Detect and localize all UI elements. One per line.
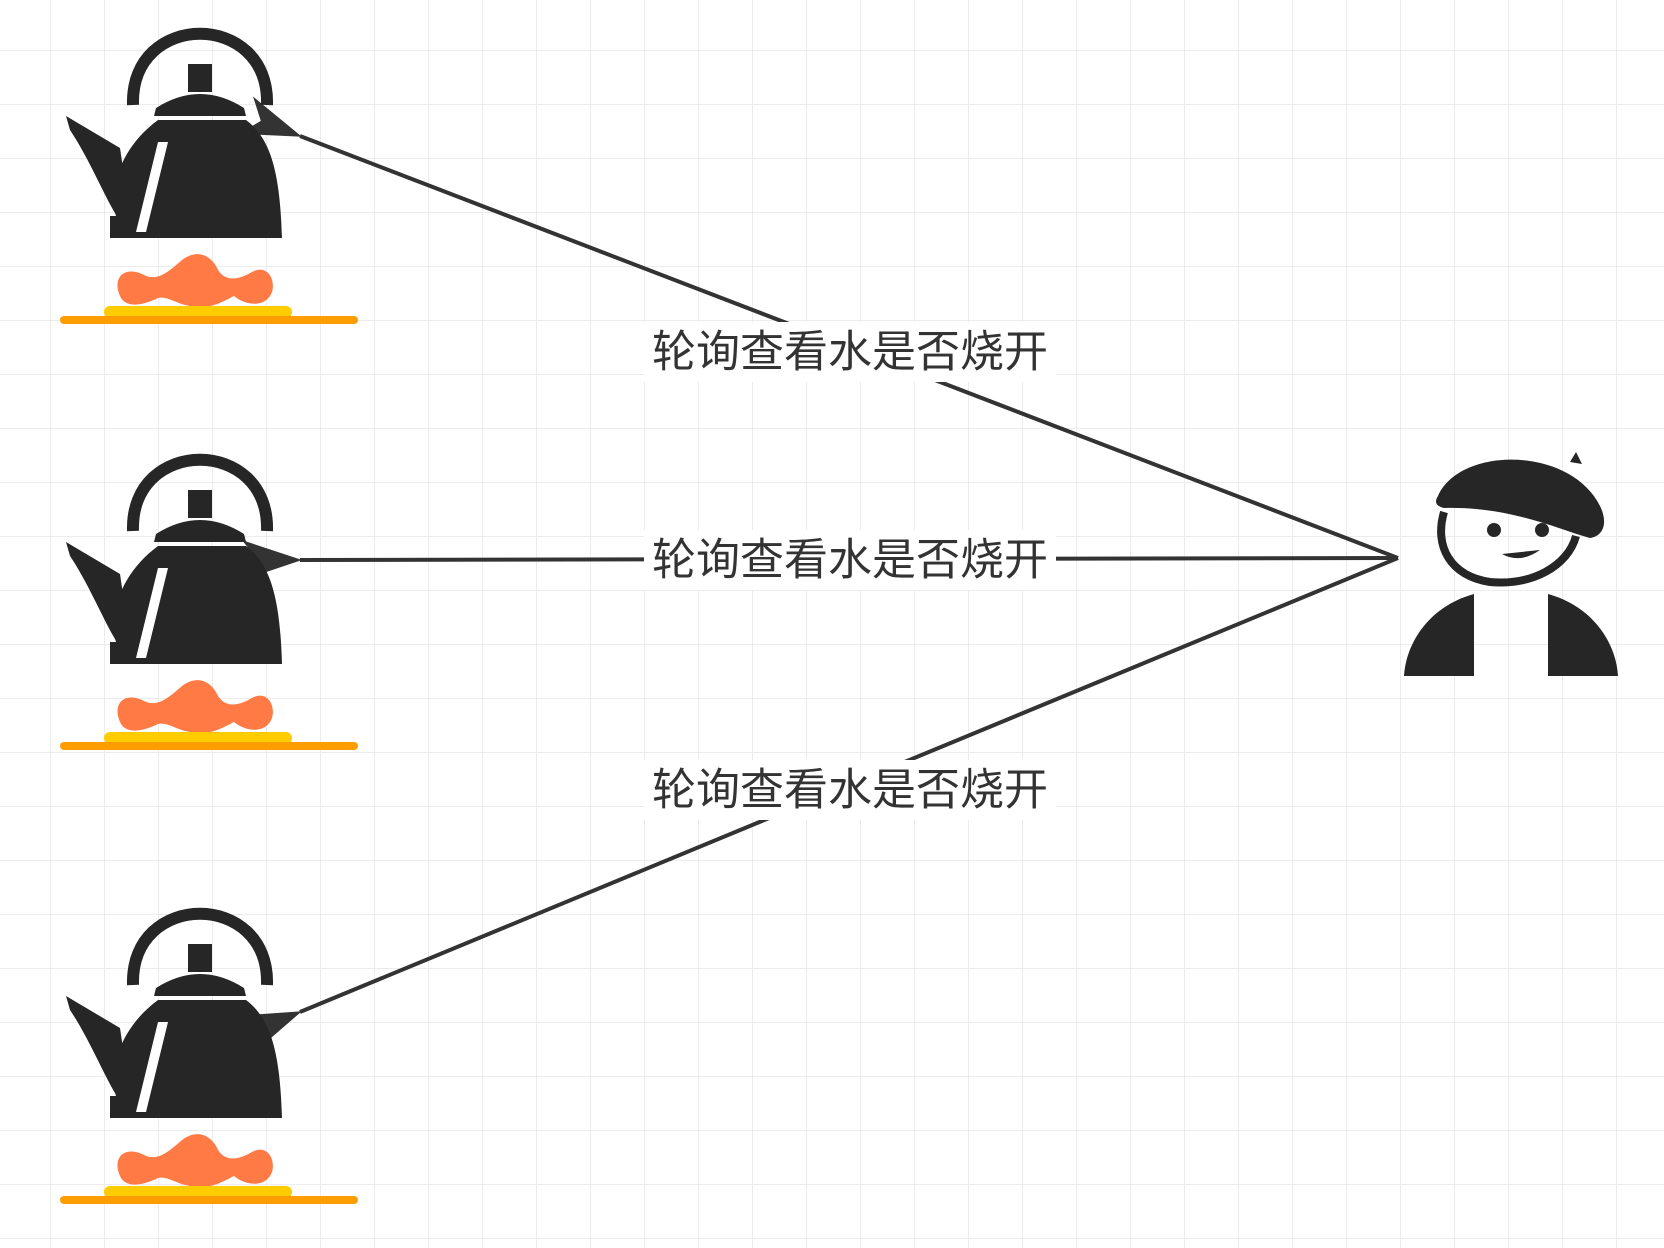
edge-label-background xyxy=(644,322,1056,382)
edge-label-3: 轮询查看水是否烧开 xyxy=(644,760,1056,820)
edge-label-text[interactable]: 轮询查看水是否烧开 xyxy=(652,765,1048,816)
edge-label-background xyxy=(644,530,1056,590)
edge-label-1: 轮询查看水是否烧开 xyxy=(644,322,1056,382)
edge-label-text[interactable]: 轮询查看水是否烧开 xyxy=(652,327,1048,378)
edge-label-2: 轮询查看水是否烧开 xyxy=(644,530,1056,590)
edge-labels-layer: 轮询查看水是否烧开 轮询查看水是否烧开 轮询查看水是否烧开 xyxy=(644,322,1056,820)
edge-label-text[interactable]: 轮询查看水是否烧开 xyxy=(652,535,1048,586)
edge-label-background xyxy=(644,760,1056,820)
